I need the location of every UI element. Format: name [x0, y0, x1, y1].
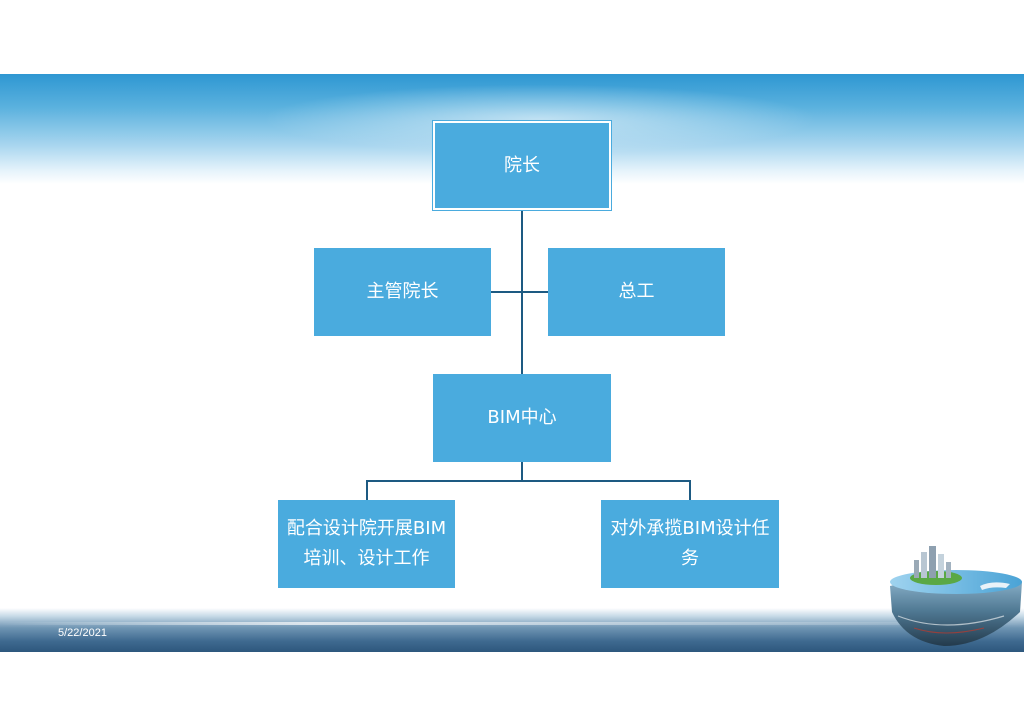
connector-bottom-horizontal [366, 480, 691, 482]
node-bim-center: BIM中心 [433, 374, 611, 462]
connector-bim-down [521, 462, 523, 482]
sea-shine [0, 622, 1024, 625]
node-training-task-line1: 配合设计院开展BIM [287, 514, 446, 544]
node-training-task-line2: 培训、设计工作 [287, 544, 446, 574]
city-island-illustration [884, 542, 1024, 652]
node-chief-engineer: 总工 [548, 248, 725, 336]
sea-footer-background [0, 608, 1024, 652]
connector-left-drop [366, 480, 368, 500]
node-external-task: 对外承揽BIM设计任 务 [601, 500, 779, 588]
node-external-task-line1: 对外承揽BIM设计任 [610, 514, 769, 544]
node-bim-center-label: BIM中心 [487, 403, 556, 433]
slide: 院长 主管院长 总工 BIM中心 配合设计院开展BIM 培训、设计工作 对外承揽… [0, 74, 1024, 652]
node-training-task: 配合设计院开展BIM 培训、设计工作 [278, 500, 455, 588]
node-deputy-dean: 主管院长 [314, 248, 491, 336]
slide-date: 5/22/2021 [58, 627, 107, 639]
node-external-task-line2: 务 [610, 544, 769, 574]
node-deputy-dean-label: 主管院长 [367, 277, 439, 307]
node-dean-label: 院长 [504, 151, 540, 181]
connector-right-drop [689, 480, 691, 500]
node-chief-engineer-label: 总工 [619, 277, 655, 307]
node-dean: 院长 [433, 121, 611, 210]
connector-side-branch [491, 291, 548, 293]
